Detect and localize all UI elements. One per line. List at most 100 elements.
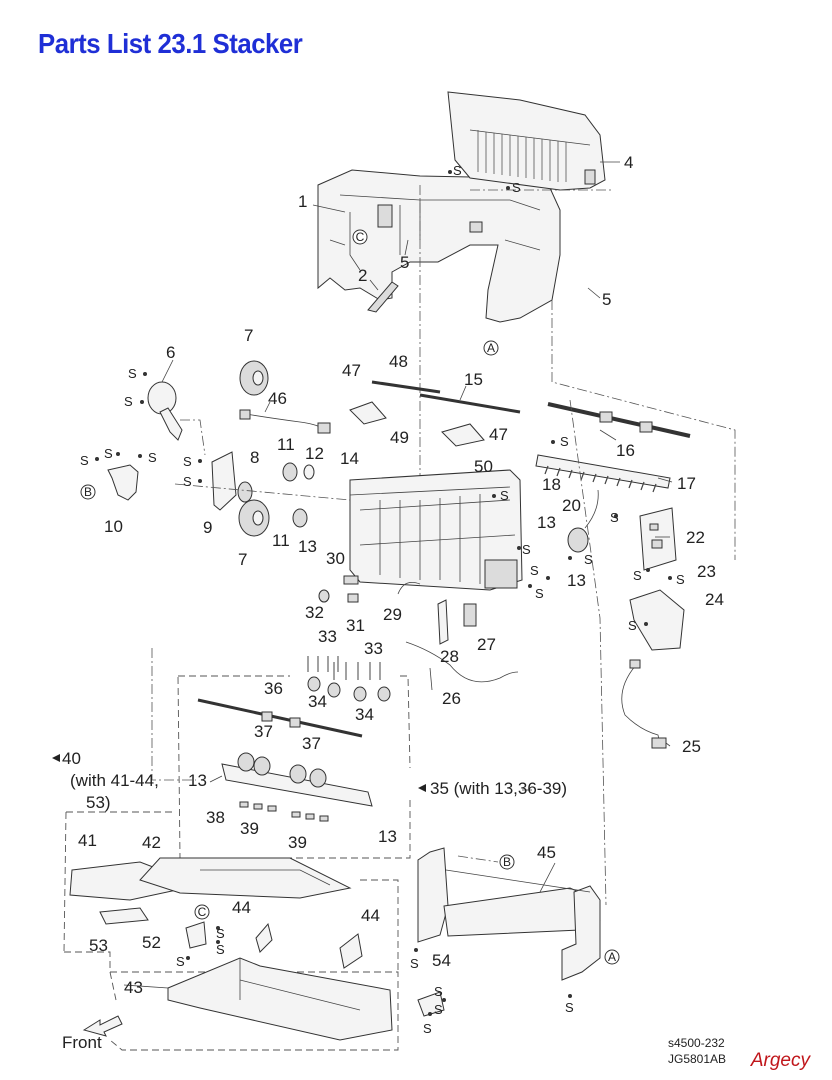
callout-13: 13	[298, 537, 317, 556]
ref-circle-b-right: B	[499, 854, 515, 870]
spring-part-44-left	[255, 922, 273, 953]
callout-53: 53	[89, 936, 108, 955]
screw-label: S	[676, 572, 685, 587]
cable-part-26	[405, 641, 519, 683]
callout-37: 37	[302, 734, 321, 753]
callout-14: 14	[340, 449, 359, 468]
screw-label: S	[183, 474, 192, 489]
brand-watermark: Argecy	[750, 1050, 810, 1071]
callout-11: 11	[277, 435, 295, 454]
callout-36: 36	[264, 679, 283, 698]
screw-label: S	[216, 926, 225, 941]
callout-8: 8	[250, 448, 259, 467]
callout-18: 18	[542, 475, 561, 494]
screw-label: S	[610, 510, 619, 525]
ref-b-label: B	[84, 485, 92, 499]
pulley-part-11-top	[282, 462, 315, 482]
callout-45: 45	[537, 843, 556, 862]
callout-23: 23	[697, 562, 716, 581]
screw-label: S	[176, 954, 185, 969]
group-40-label: 40 (with 41-44, 53)	[52, 749, 159, 812]
callout-52: 52	[142, 933, 161, 952]
group-40-number: 40	[62, 749, 81, 768]
front-label: Front	[62, 1033, 102, 1052]
callout-13: 13	[567, 571, 586, 590]
screw-label: S	[535, 586, 544, 601]
bracket-part-6	[147, 381, 183, 441]
gear-part-8	[237, 481, 253, 503]
ref-circle-b-left: B	[80, 484, 96, 500]
latch-part-54	[417, 991, 445, 1017]
callout-44: 44	[232, 898, 251, 917]
output-bin-part-45	[417, 847, 601, 981]
stacker-frame-part-14	[349, 469, 523, 591]
callout-13: 13	[537, 513, 556, 532]
flap-part-50	[441, 423, 485, 447]
callout-20: 20	[562, 496, 581, 515]
callout-22: 22	[686, 528, 705, 547]
callout-32: 32	[305, 603, 324, 622]
callout-41: 41	[78, 831, 97, 850]
screw-label: S	[512, 180, 521, 195]
screw-label: S	[560, 434, 569, 449]
ref-a-label: A	[487, 341, 495, 355]
ref-circle-a-top: A	[483, 340, 499, 356]
figure-code: s4500-232	[668, 1036, 725, 1050]
group-40-line3: 53)	[86, 793, 111, 812]
bracket-part-52	[185, 921, 207, 949]
callout-25: 25	[682, 737, 701, 756]
callout-13: 13	[188, 771, 207, 790]
callout-11: 11	[272, 531, 290, 550]
screw-label: S	[584, 552, 593, 567]
callout-10: 10	[104, 517, 123, 536]
callout-5: 5	[400, 253, 409, 272]
callout-39: 39	[288, 833, 307, 852]
roller-shaft-part-16	[547, 402, 691, 438]
group-35-text: 35 (with 13,36-39)	[430, 779, 567, 798]
sensor-part-30	[343, 575, 359, 585]
callout-39: 39	[240, 819, 259, 838]
screw-label: S	[148, 450, 157, 465]
actuator-part-31	[347, 593, 359, 603]
ref-c-label: C	[356, 230, 365, 244]
callout-49: 49	[390, 428, 409, 447]
callout-6: 6	[166, 343, 175, 362]
group-40-line2: (with 41-44,	[70, 771, 159, 790]
bracket-part-10	[107, 464, 139, 501]
callout-38: 38	[206, 808, 225, 827]
harness-part-25	[621, 659, 667, 749]
screw-markers	[95, 170, 672, 1016]
shaft-part-48	[371, 380, 441, 394]
arm-part-28	[437, 599, 449, 645]
callout-labels: 1 2 4 5 5 6 7 7 8 9 10 11 11 12 13 13 13…	[78, 153, 724, 997]
callout-33: 33	[318, 627, 337, 646]
bracket-part-23	[629, 589, 685, 651]
bracket-part-9	[211, 451, 237, 511]
screw-label: S	[522, 542, 531, 557]
motor-part-20	[567, 489, 599, 553]
callout-31: 31	[346, 616, 365, 635]
pulley-part-11-bottom	[292, 508, 308, 528]
callout-47: 47	[342, 361, 361, 380]
page-title: Parts List 23.1 Stacker	[38, 28, 303, 59]
gear-part-7-bottom	[238, 499, 270, 537]
callout-12: 12	[305, 444, 324, 463]
ref-a-label: A	[608, 950, 616, 964]
screw-label: S	[104, 446, 113, 461]
callout-15: 15	[464, 370, 483, 389]
top-cover-part	[317, 169, 561, 323]
callout-16: 16	[616, 441, 635, 460]
callout-42: 42	[142, 833, 161, 852]
screw-label: S	[453, 163, 462, 178]
rear-guide-part	[447, 91, 606, 191]
screw-label: S	[628, 618, 637, 633]
screw-label: S	[434, 984, 443, 999]
callout-29: 29	[383, 605, 402, 624]
callout-44: 44	[361, 906, 380, 925]
callout-13: 13	[378, 827, 397, 846]
callout-48: 48	[389, 352, 408, 371]
callout-7: 7	[238, 550, 247, 569]
callout-30: 30	[326, 549, 345, 568]
pinch-part-39	[239, 801, 329, 822]
